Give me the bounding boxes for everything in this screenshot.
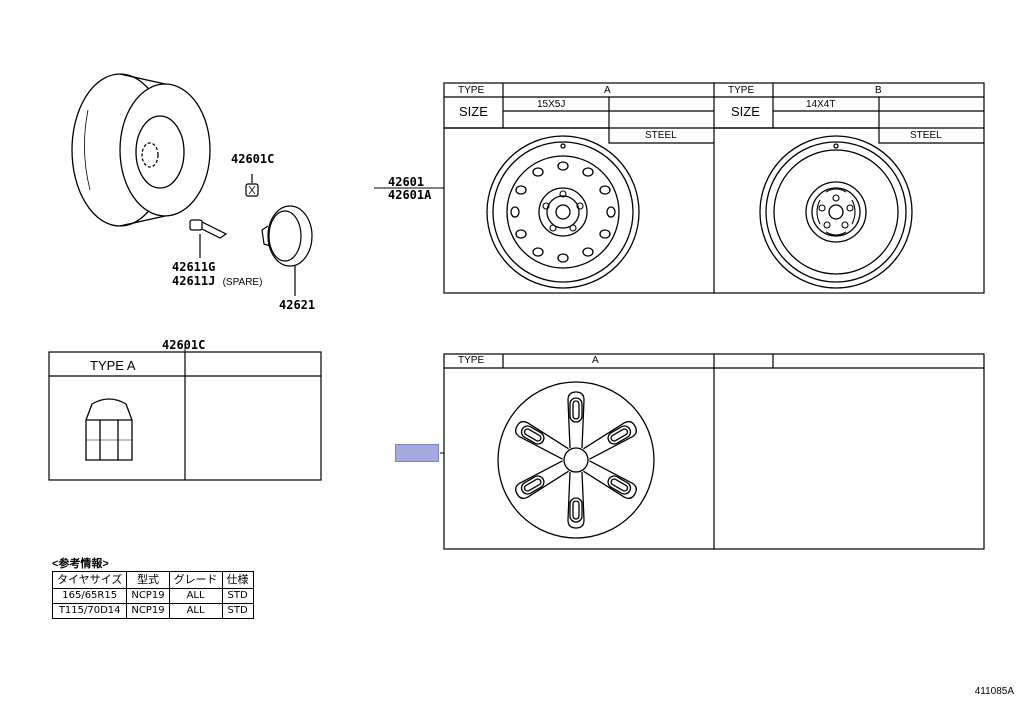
- wheel-size-header-b: SIZE: [731, 104, 760, 119]
- reference-cell: ALL: [168, 603, 223, 619]
- nut-type-label: TYPE A: [90, 358, 136, 373]
- part-number-hub-cap[interactable]: 42621: [279, 298, 316, 312]
- table-row: 165/65R15 NCP19 ALL STD: [51, 588, 254, 604]
- reference-cell: ALL: [168, 588, 223, 604]
- reference-cell: 165/65R15: [51, 588, 128, 604]
- part-number-valve-spare-code: 42611J: [172, 274, 216, 288]
- part-number-valve[interactable]: 42611G: [172, 260, 216, 274]
- reference-title: <参考情報>: [52, 558, 109, 570]
- reference-header-model: 型式: [126, 571, 170, 589]
- wheel-cover-table: [443, 353, 985, 550]
- part-number-nut-table[interactable]: 42601C: [162, 338, 206, 352]
- wheel-type-a: A: [604, 85, 611, 96]
- reference-cell: NCP19: [126, 603, 170, 619]
- reference-cell: STD: [221, 588, 254, 604]
- cover-type-header: TYPE: [458, 355, 485, 366]
- wheel-cover-part-hotspot[interactable]: [395, 444, 439, 462]
- wheel-size-a: 15X5J: [537, 99, 566, 110]
- cover-type-a: A: [592, 355, 599, 366]
- spare-tire-illustration: [71, 73, 211, 227]
- reference-cell: T115/70D14: [51, 603, 128, 619]
- lug-nut-small-illustration: [245, 174, 259, 197]
- steel-wheel-a-illustration: [486, 135, 640, 289]
- spare-note: (SPARE): [222, 277, 263, 288]
- steel-wheel-b-illustration: [759, 135, 913, 289]
- part-number-valve-spare[interactable]: 42611J (SPARE): [172, 275, 262, 289]
- wheel-material-a: STEEL: [645, 130, 677, 141]
- nut-illustration: [85, 398, 133, 461]
- wheel-type-header-b: TYPE: [728, 85, 755, 96]
- part-number-wheel[interactable]: 42601: [388, 175, 425, 189]
- reference-cell: STD: [221, 603, 254, 619]
- table-row: タイヤサイズ 型式 グレード 仕様: [51, 571, 254, 589]
- part-number-lug-nut[interactable]: 42601C: [231, 152, 275, 166]
- wheel-size-b: 14X4T: [806, 99, 836, 110]
- wheel-type-b: B: [875, 85, 882, 96]
- wheel-material-b: STEEL: [910, 130, 942, 141]
- reference-table: タイヤサイズ 型式 グレード 仕様 165/65R15 NCP19 ALL ST…: [51, 571, 254, 619]
- reference-header-grade: グレード: [168, 571, 223, 589]
- wheel-type-header-a: TYPE: [458, 85, 485, 96]
- nut-type-table: [48, 351, 322, 481]
- hub-cap-illustration: [261, 205, 313, 296]
- wheel-cover-illustration: [497, 381, 655, 539]
- reference-header-spec: 仕様: [221, 571, 254, 589]
- reference-cell: NCP19: [126, 588, 170, 604]
- valve-illustration: [189, 219, 228, 258]
- table-row: T115/70D14 NCP19 ALL STD: [51, 603, 254, 619]
- wheel-size-header-a: SIZE: [459, 104, 488, 119]
- wheel-type-table: [443, 82, 985, 294]
- part-number-wheel-alt[interactable]: 42601A: [388, 188, 432, 202]
- reference-header-tire-size: タイヤサイズ: [51, 571, 128, 589]
- diagram-code: 411085A: [974, 686, 1014, 697]
